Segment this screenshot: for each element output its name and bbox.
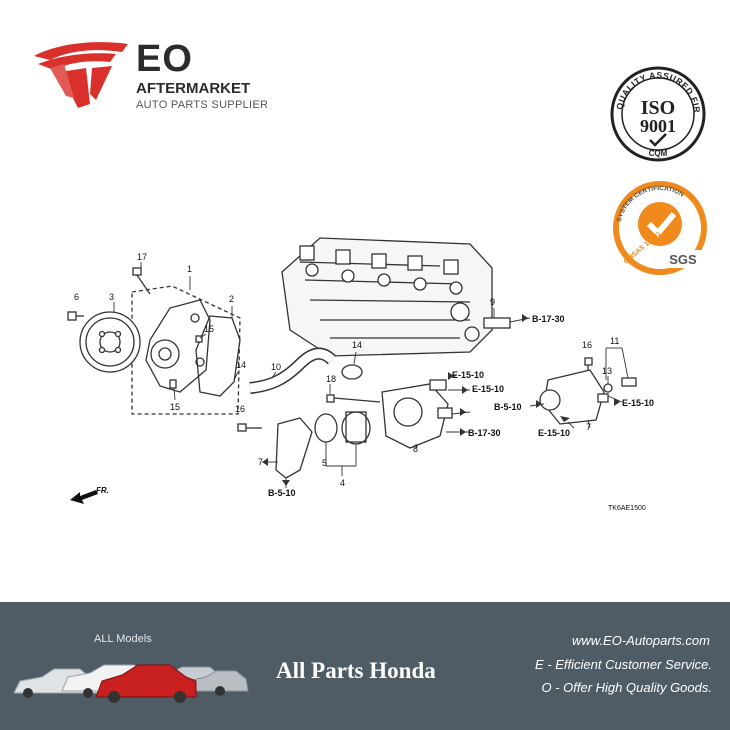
pump-gasket — [195, 315, 241, 397]
part-label-17: 17 — [137, 252, 147, 262]
slogan-offer: O - Offer High Quality Goods. — [541, 680, 712, 695]
eo-logo-icon — [34, 42, 128, 108]
thermostat-housing — [381, 379, 453, 449]
iso-mark: CQM — [649, 149, 668, 158]
part-label-15a: 15 — [204, 324, 214, 334]
footer-banner: ALL Models All Parts Honda www.EO-Autopa… — [0, 602, 730, 730]
water-pump-pulley — [79, 311, 141, 373]
ref-b-5-10-a: B-5-10 — [494, 402, 522, 412]
water-outlet — [275, 417, 313, 479]
part-label-11: 11 — [610, 336, 619, 346]
front-direction-arrow-icon: FR. — [70, 486, 109, 504]
part-label-5: 5 — [322, 458, 327, 468]
part-label-8: 8 — [413, 444, 418, 454]
sgs-mark: SGS — [669, 252, 697, 267]
ref-b-17-30-b: B-17-30 — [468, 428, 501, 438]
bolts — [67, 267, 593, 432]
part-label-13: 13 — [602, 366, 612, 376]
slogan-efficient: E - Efficient Customer Service. — [535, 657, 712, 672]
part-label-16a: 16 — [235, 404, 245, 414]
brand-name: EO — [136, 38, 193, 80]
header: EO AFTERMARKET AUTO PARTS SUPPLIER QUALI… — [0, 0, 730, 275]
temp-sensor — [621, 377, 637, 387]
drain-plug-9 — [483, 317, 511, 329]
ref-e-15-10-b: E-15-10 — [472, 384, 504, 394]
part-label-1: 1 — [187, 264, 192, 274]
ref-e-15-10-a: E-15-10 — [452, 370, 484, 380]
ref-b-5-10-b: B-5-10 — [268, 488, 296, 498]
part-label-18: 18 — [326, 374, 336, 384]
part-label-2: 2 — [229, 294, 234, 304]
part-label-12: 6 — [74, 292, 79, 302]
iso-9001-badge-icon: QUALITY ASSURED FIRM ISO 9001 CQM — [608, 64, 706, 162]
iso-number: 9001 — [640, 116, 676, 136]
o-ring-13 — [603, 383, 613, 393]
thermostat — [341, 411, 371, 445]
car-lineup-icon — [13, 664, 249, 703]
part-label-9: 9 — [490, 297, 495, 307]
parts-diagram: 17 1 2 6 3 15 14 15 16 10 14 18 9 5 4 7 … — [67, 237, 654, 512]
models-label: ALL Models — [94, 633, 152, 645]
water-pump-body — [145, 299, 211, 393]
brand-line: AFTERMARKET — [136, 80, 251, 97]
part-label-15b: 15 — [170, 402, 180, 412]
brand-tagline: AUTO PARTS SUPPLIER — [136, 99, 269, 111]
part-label-14b: 14 — [236, 360, 246, 370]
part-number-labels: 17 1 2 6 3 15 14 15 16 10 14 18 9 5 4 7 … — [74, 252, 619, 488]
pump-kit-outline — [131, 285, 241, 415]
part-label-4: 4 — [340, 478, 345, 488]
footer-title: All Parts Honda — [276, 658, 436, 683]
cylinder-head — [281, 237, 493, 357]
website-link[interactable]: www.EO-Autoparts.com — [572, 633, 710, 648]
ref-e-15-10-c: E-15-10 — [622, 398, 654, 408]
sgs-badge-icon: SYSTEM CERTIFICATION OHSAS 18001 SGS — [613, 181, 707, 275]
part-label-10: 10 — [271, 362, 281, 372]
part-label-14a: 14 — [352, 340, 362, 350]
part-label-6: 7 — [258, 457, 263, 467]
figure-code: TK6AE1500 — [608, 505, 646, 512]
iso-title: ISO — [641, 97, 675, 119]
part-label-16b: 16 — [582, 340, 592, 350]
part-label-3: 3 — [109, 292, 114, 302]
part-label-7-visible: 7 — [586, 422, 591, 432]
water-passage-7 — [539, 369, 609, 425]
reference-labels: B-17-30 B-17-30 E-15-10 E-15-10 E-15-10 … — [268, 314, 654, 498]
ref-b-17-30-a: B-17-30 — [532, 314, 565, 324]
direction-label: FR. — [96, 486, 109, 495]
o-ring-14a — [341, 364, 363, 380]
ref-e-15-10-d: E-15-10 — [538, 428, 570, 438]
o-ring-5 — [314, 413, 338, 443]
